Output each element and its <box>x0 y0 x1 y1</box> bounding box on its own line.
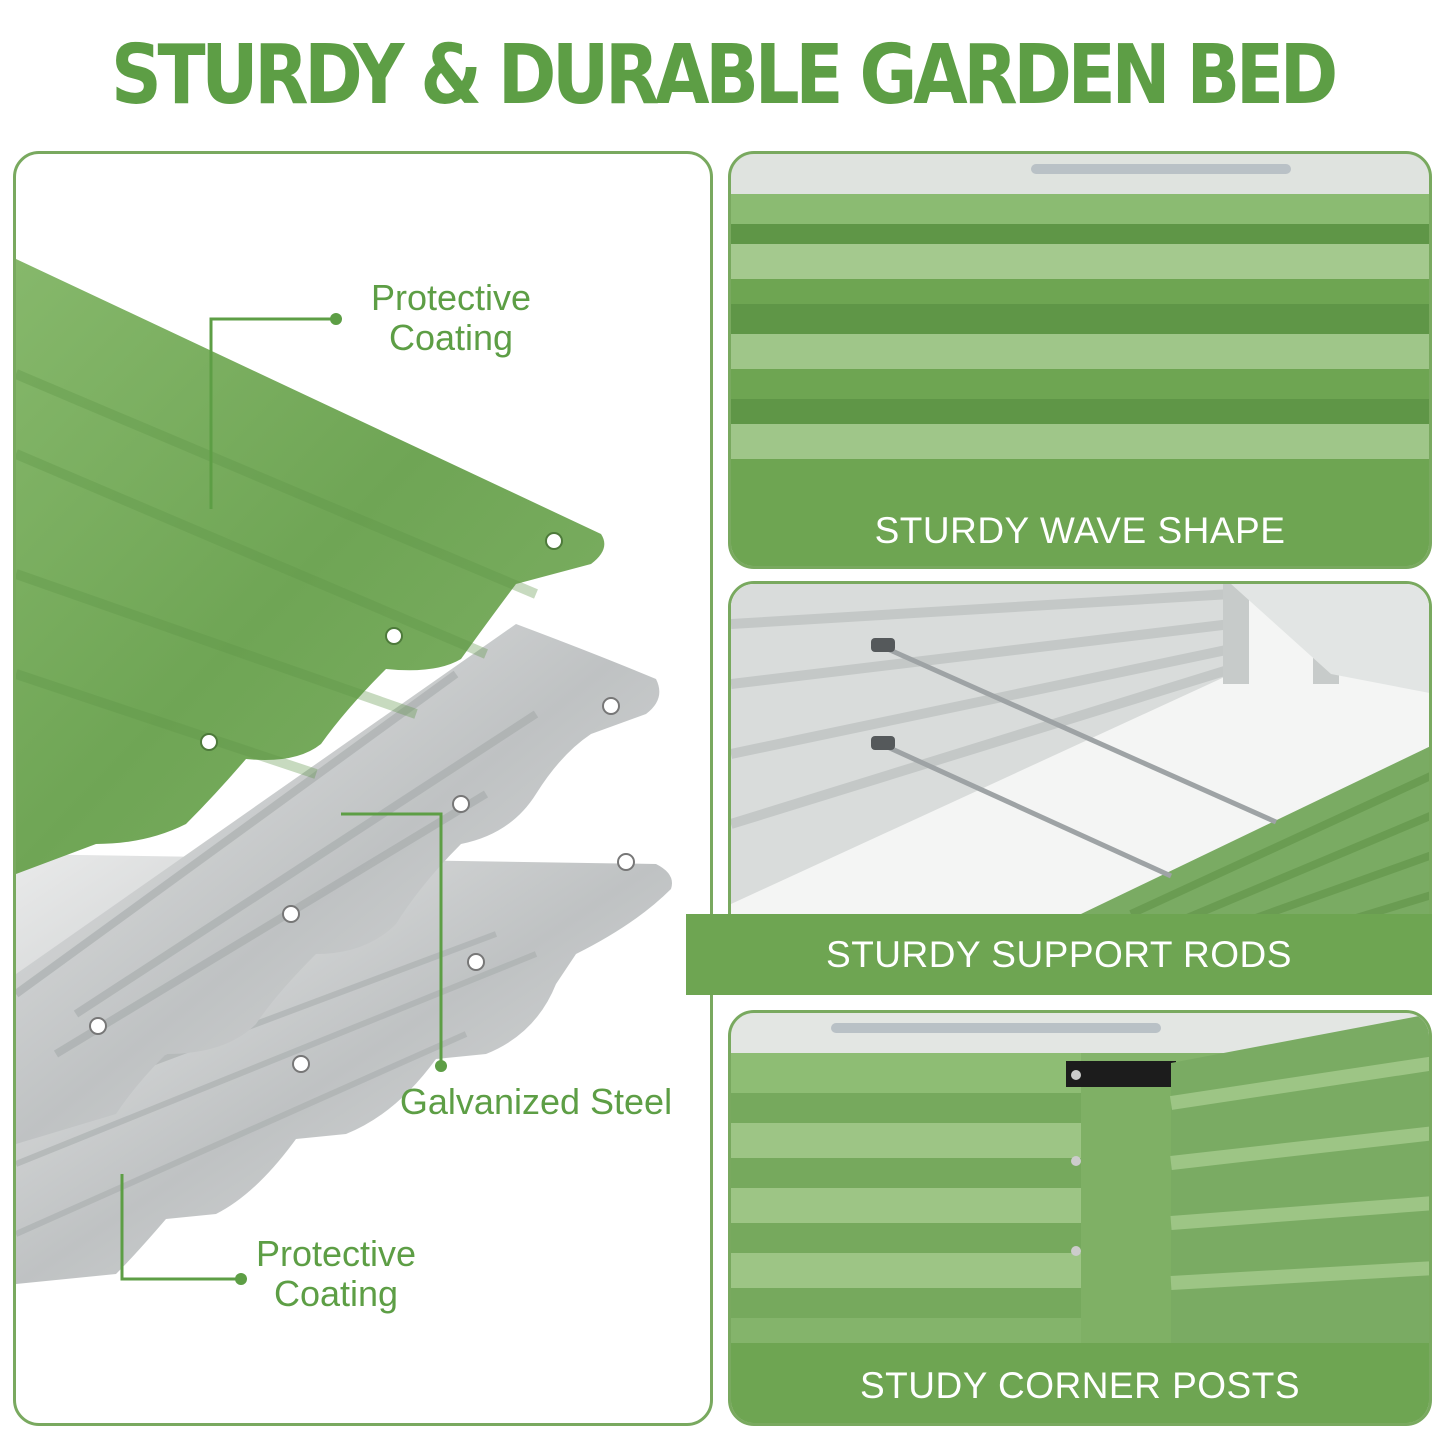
wave-shape-card: STURDY WAVE SHAPE <box>728 151 1432 569</box>
wave-shape-banner: STURDY WAVE SHAPE <box>731 489 1429 566</box>
callout-dot <box>330 313 342 325</box>
support-rods-banner: STURDY SUPPORT RODS <box>686 914 1432 995</box>
galvanized-steel-layer <box>16 624 660 1144</box>
corner-posts-banner: STUDY CORNER POSTS <box>731 1343 1429 1423</box>
bottom-coating-callout: Protective Coating <box>231 1234 441 1314</box>
callout-leader-lines <box>120 317 443 1281</box>
callout-line: Coating <box>388 317 514 358</box>
page-title: STURDY & DURABLE GARDEN BED <box>110 28 1338 123</box>
corner-posts-photo <box>731 1013 1429 1423</box>
corner-posts-card: STUDY CORNER POSTS <box>728 1010 1432 1426</box>
callout-line: Coating <box>273 1273 399 1314</box>
top-green-layer <box>16 259 605 874</box>
galvanized-steel-callout: Galvanized Steel <box>399 1081 673 1122</box>
callout-line: Protective <box>370 277 532 318</box>
material-layers-panel: Protective Coating Galvanized Steel Prot… <box>13 151 713 1426</box>
top-coating-callout: Protective Coating <box>346 278 556 358</box>
callout-dot <box>435 1060 447 1072</box>
material-layers-illustration <box>16 259 672 1285</box>
callout-line: Protective <box>255 1233 417 1274</box>
callout-dot <box>235 1273 247 1285</box>
